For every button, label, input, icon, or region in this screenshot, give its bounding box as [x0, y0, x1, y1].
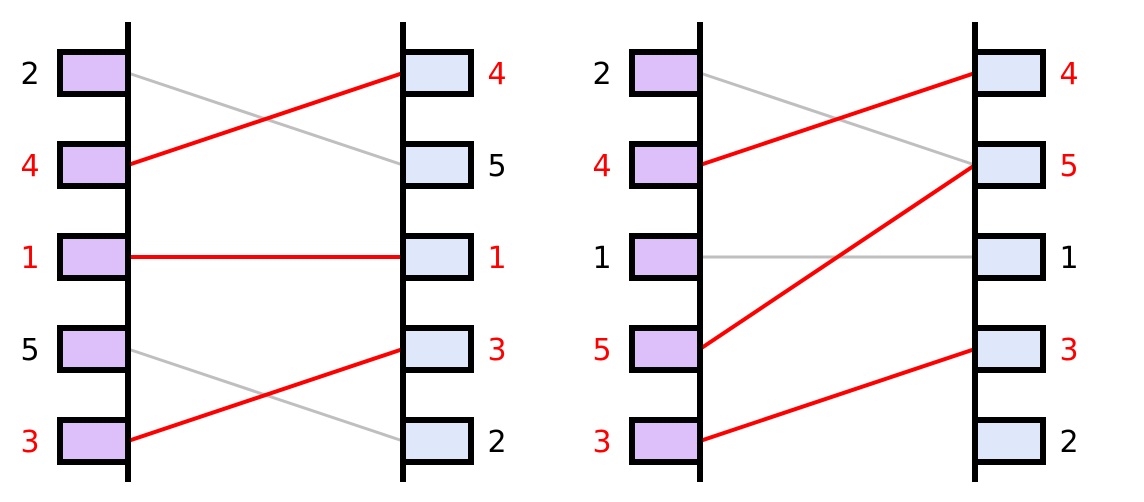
right-node[interactable]: 4: [972, 49, 1079, 97]
right-node[interactable]: 1: [972, 233, 1079, 281]
left-node-box[interactable]: [629, 49, 703, 97]
left-node-label: 4: [20, 149, 39, 184]
right-node-label: 1: [1059, 241, 1078, 276]
right-node[interactable]: 2: [972, 417, 1079, 465]
right-node-label: 1: [487, 241, 506, 276]
left-node-box[interactable]: [57, 417, 131, 465]
right-node-box[interactable]: [972, 417, 1046, 465]
left-node-box[interactable]: [629, 325, 703, 373]
left-node-label: 1: [20, 241, 39, 276]
left-node-box[interactable]: [57, 49, 131, 97]
left-node-box[interactable]: [629, 417, 703, 465]
left-node[interactable]: 4: [592, 141, 703, 189]
edge-highlighted[interactable]: [698, 163, 977, 351]
left-node[interactable]: 4: [20, 141, 131, 189]
left-node-box[interactable]: [57, 233, 131, 281]
left-node-box[interactable]: [57, 141, 131, 189]
right-node-label: 2: [1059, 425, 1078, 460]
left-node[interactable]: 2: [592, 49, 703, 97]
left-node-label: 4: [592, 149, 611, 184]
edge-highlighted[interactable]: [699, 71, 976, 167]
edge-highlighted[interactable]: [127, 347, 404, 443]
right-node-box[interactable]: [972, 141, 1046, 189]
right-matching-diagram-canvas: 2 4 1 5 3 4 5 1 3 2: [592, 22, 1079, 482]
right-node-label: 4: [487, 57, 506, 92]
left-matching-diagram-canvas: 2 4 1 5 3 4 5 1 3 2: [20, 22, 507, 482]
right-node-box[interactable]: [400, 233, 474, 281]
left-node[interactable]: 5: [20, 325, 131, 373]
left-node-box[interactable]: [629, 141, 703, 189]
left-node[interactable]: 3: [592, 417, 703, 465]
left-node[interactable]: 1: [20, 233, 131, 281]
right-node[interactable]: 3: [972, 325, 1079, 373]
right-node[interactable]: 3: [400, 325, 507, 373]
right-node-box[interactable]: [400, 141, 474, 189]
right-node-label: 5: [487, 149, 506, 184]
left-node[interactable]: 3: [20, 417, 131, 465]
left-node-label: 3: [592, 425, 611, 460]
right-node-label: 5: [1059, 149, 1078, 184]
left-node[interactable]: 5: [592, 325, 703, 373]
right-node-box[interactable]: [972, 233, 1046, 281]
left-node-box[interactable]: [57, 325, 131, 373]
right-node-box[interactable]: [972, 49, 1046, 97]
left-node-label: 2: [20, 57, 39, 92]
right-node-box[interactable]: [400, 417, 474, 465]
right-node[interactable]: 2: [400, 417, 507, 465]
right-node-label: 3: [487, 333, 506, 368]
left-node-box[interactable]: [629, 233, 703, 281]
right-node-box[interactable]: [972, 325, 1046, 373]
edge-layer: [698, 71, 977, 443]
right-matching-diagram: 2 4 1 5 3 4 5 1 3 2: [572, 0, 1144, 502]
left-node-label: 1: [592, 241, 611, 276]
right-node[interactable]: 5: [972, 141, 1079, 189]
right-node[interactable]: 5: [400, 141, 507, 189]
edge-highlighted[interactable]: [699, 347, 976, 443]
right-node[interactable]: 1: [400, 233, 507, 281]
right-node-box[interactable]: [400, 325, 474, 373]
edge-highlighted[interactable]: [127, 71, 404, 167]
left-node-label: 5: [20, 333, 39, 368]
right-node-label: 2: [487, 425, 506, 460]
right-node-label: 3: [1059, 333, 1078, 368]
left-node-label: 3: [20, 425, 39, 460]
edge-layer: [127, 71, 404, 443]
right-node-box[interactable]: [400, 49, 474, 97]
left-node[interactable]: 1: [592, 233, 703, 281]
left-node-label: 2: [592, 57, 611, 92]
left-matching-diagram: 2 4 1 5 3 4 5 1 3 2: [20, 22, 507, 482]
left-node-label: 5: [592, 333, 611, 368]
left-node[interactable]: 2: [20, 49, 131, 97]
right-node[interactable]: 4: [400, 49, 507, 97]
right-node-label: 4: [1059, 57, 1078, 92]
